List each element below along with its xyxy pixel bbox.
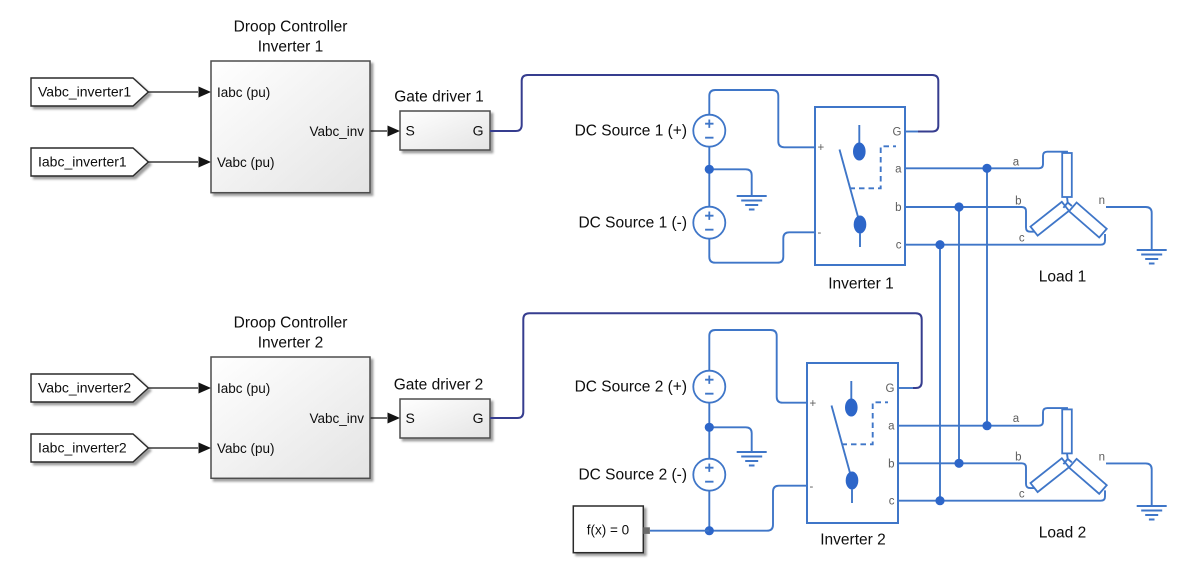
junction-dot [954,202,964,212]
port-label-vabc-inv: Vabc_inv [309,411,364,426]
load-port-n: n [1099,451,1105,463]
junction-dot [982,163,992,173]
signal-wires[interactable] [148,86,400,454]
port-a: a [895,163,902,175]
ground-icon[interactable] [1135,504,1168,521]
dc-voltage-source-1-pos[interactable] [692,113,727,148]
port-label-vabc-inv: Vabc_inv [309,124,364,139]
dc-voltage-source-1-neg[interactable] [692,205,727,240]
inverter-1-title: Inverter 1 [828,276,893,293]
port-b: b [895,202,901,214]
load-port-a: a [1013,157,1020,169]
gate-wire-1[interactable] [490,74,940,133]
port-plus: + [818,142,825,154]
port-g: G [886,383,895,395]
port-label-vabc: Vabc (pu) [217,441,275,456]
dc-source-1-group[interactable]: DC Source 1 (+) DC Source 1 (-) [575,89,815,264]
gate-dashed-link [849,145,896,190]
tag-label: Iabc_inverter1 [38,154,127,170]
ground-icon[interactable] [735,450,768,467]
tag-label: Iabc_inverter2 [38,440,127,456]
port-plus: + [810,398,817,410]
ground-icon[interactable] [1135,248,1168,265]
port-g: G [893,127,902,139]
dc-source-1-neg-label: DC Source 1 (-) [578,215,687,232]
port-label-iabc: Iabc (pu) [217,85,270,100]
phase-bus-wires[interactable] [898,150,1106,506]
junction-dot [935,240,945,250]
junction-dot [704,526,714,536]
dc-source-2-neg-label: DC Source 2 (-) [578,467,687,484]
dc-voltage-source-2-pos[interactable] [692,369,727,404]
gate-dashed-link [841,401,888,446]
load-1-title: Load 1 [1039,269,1086,286]
junction-dot [954,458,964,468]
block-title-line1: Droop Controller [234,19,348,36]
gate-driver-2-block[interactable]: Gate driver 2 S G [394,377,491,439]
ground-icon[interactable] [735,194,768,211]
load-1-block[interactable]: a b c n Load 1 [1013,152,1168,286]
junction-dot [704,422,714,432]
port-c: c [889,496,895,508]
tag-label: Vabc_inverter2 [38,380,131,396]
droop-controller-2-block[interactable]: Droop Controller Inverter 2 Iabc (pu) Va… [210,315,371,480]
dc-source-2-pos-label: DC Source 2 (+) [575,379,687,396]
dc-source-1-pos-label: DC Source 1 (+) [575,123,687,140]
inverter-2-block[interactable]: + - G a b c Inverter 2 [806,362,913,549]
port-c: c [896,240,902,252]
port-label-iabc: Iabc (pu) [217,381,270,396]
inverter-2-title: Inverter 2 [820,532,885,549]
port-minus: - [810,481,814,493]
input-tag-iabc-inverter1[interactable]: Iabc_inverter1 [30,147,150,177]
input-tag-vabc-inverter1[interactable]: Vabc_inverter1 [30,77,150,107]
load-2-block[interactable]: a b c n Load 2 [1013,408,1168,542]
load-port-b: b [1015,195,1021,207]
load-port-b: b [1015,452,1021,464]
port-minus: - [818,227,822,239]
load-port-n: n [1099,195,1105,207]
load-port-c: c [1019,232,1025,244]
input-tag-vabc-inverter2[interactable]: Vabc_inverter2 [30,373,150,403]
solver-configuration-block[interactable]: f(x) = 0 [572,505,710,554]
solver-label: f(x) = 0 [587,523,629,538]
block-title-line2: Inverter 1 [258,39,323,56]
gate-wire-2[interactable] [490,312,923,419]
input-tag-iabc-inverter2[interactable]: Iabc_inverter2 [30,433,150,463]
dc-source-2-group[interactable]: DC Source 2 (+) DC Source 2 (-) [575,329,807,536]
block-title-line1: Droop Controller [234,315,348,332]
load-port-a: a [1013,413,1020,425]
tag-label: Vabc_inverter1 [38,84,131,100]
load-2-title: Load 2 [1039,525,1086,542]
port-label-g: G [473,410,484,426]
block-title: Gate driver 1 [394,89,484,106]
dc-voltage-source-2-neg[interactable] [692,457,727,492]
droop-controller-1-block[interactable]: Droop Controller Inverter 1 Iabc (pu) Va… [210,19,371,194]
port-label-vabc: Vabc (pu) [217,155,275,170]
port-label-s: S [406,123,415,139]
junction-dot [704,164,714,174]
solver-port [643,527,650,534]
block-title-line2: Inverter 2 [258,335,323,352]
junction-dot [935,496,945,506]
port-a: a [888,421,895,433]
load-port-c: c [1019,489,1025,501]
port-label-s: S [406,410,415,426]
junction-dot [982,421,992,431]
port-b: b [888,458,894,470]
inverter-1-block[interactable]: + - G a b c Inverter 1 [814,106,918,293]
block-title: Gate driver 2 [394,377,484,394]
gate-driver-1-block[interactable]: Gate driver 1 S G [394,89,491,151]
port-label-g: G [473,123,484,139]
